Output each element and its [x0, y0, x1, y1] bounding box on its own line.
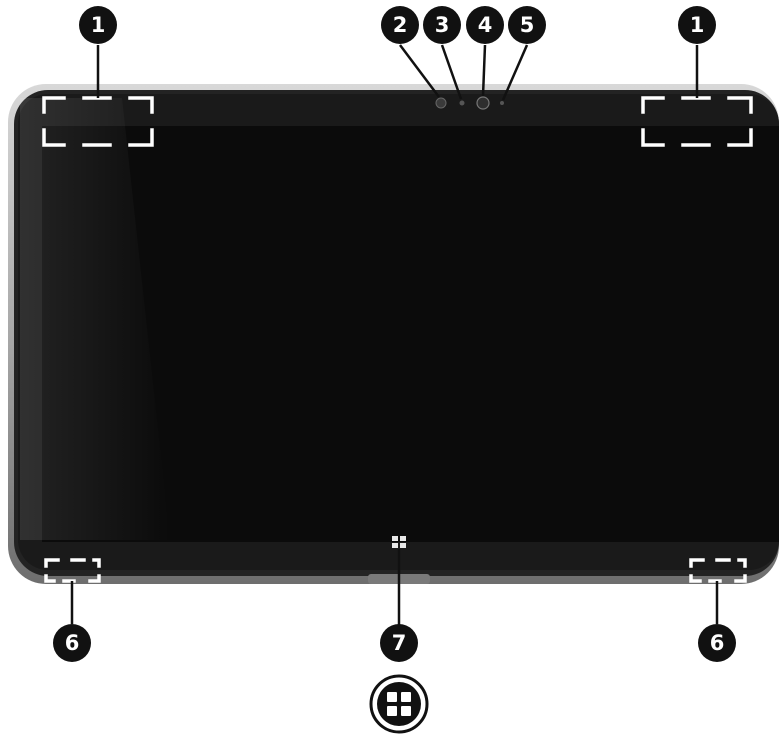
callout-number: 6 [710, 631, 725, 655]
windows-button-icon [371, 676, 427, 732]
callout-number: 6 [65, 631, 80, 655]
sensor-5 [500, 101, 504, 105]
sensor-3 [460, 101, 465, 106]
webcam-lens [477, 97, 489, 109]
callout-2: 2 [381, 6, 419, 44]
callout-6-right: 6 [698, 624, 736, 662]
sensor-2 [436, 98, 446, 108]
callout-number: 5 [520, 13, 535, 37]
callout-number: 2 [393, 13, 408, 37]
callout-number: 4 [478, 13, 493, 37]
callout-number: 3 [435, 13, 450, 37]
tablet-body [8, 84, 779, 584]
callout-3: 3 [423, 6, 461, 44]
callout-6-left: 6 [53, 624, 91, 662]
callout-number: 1 [690, 13, 705, 37]
callout-4: 4 [466, 6, 504, 44]
callout-1-right: 1 [678, 6, 716, 44]
callout-number: 1 [91, 13, 106, 37]
callout-7: 7 [380, 624, 418, 662]
callout-number: 7 [392, 631, 407, 655]
callout-1-left: 1 [79, 6, 117, 44]
callout-5: 5 [508, 6, 546, 44]
